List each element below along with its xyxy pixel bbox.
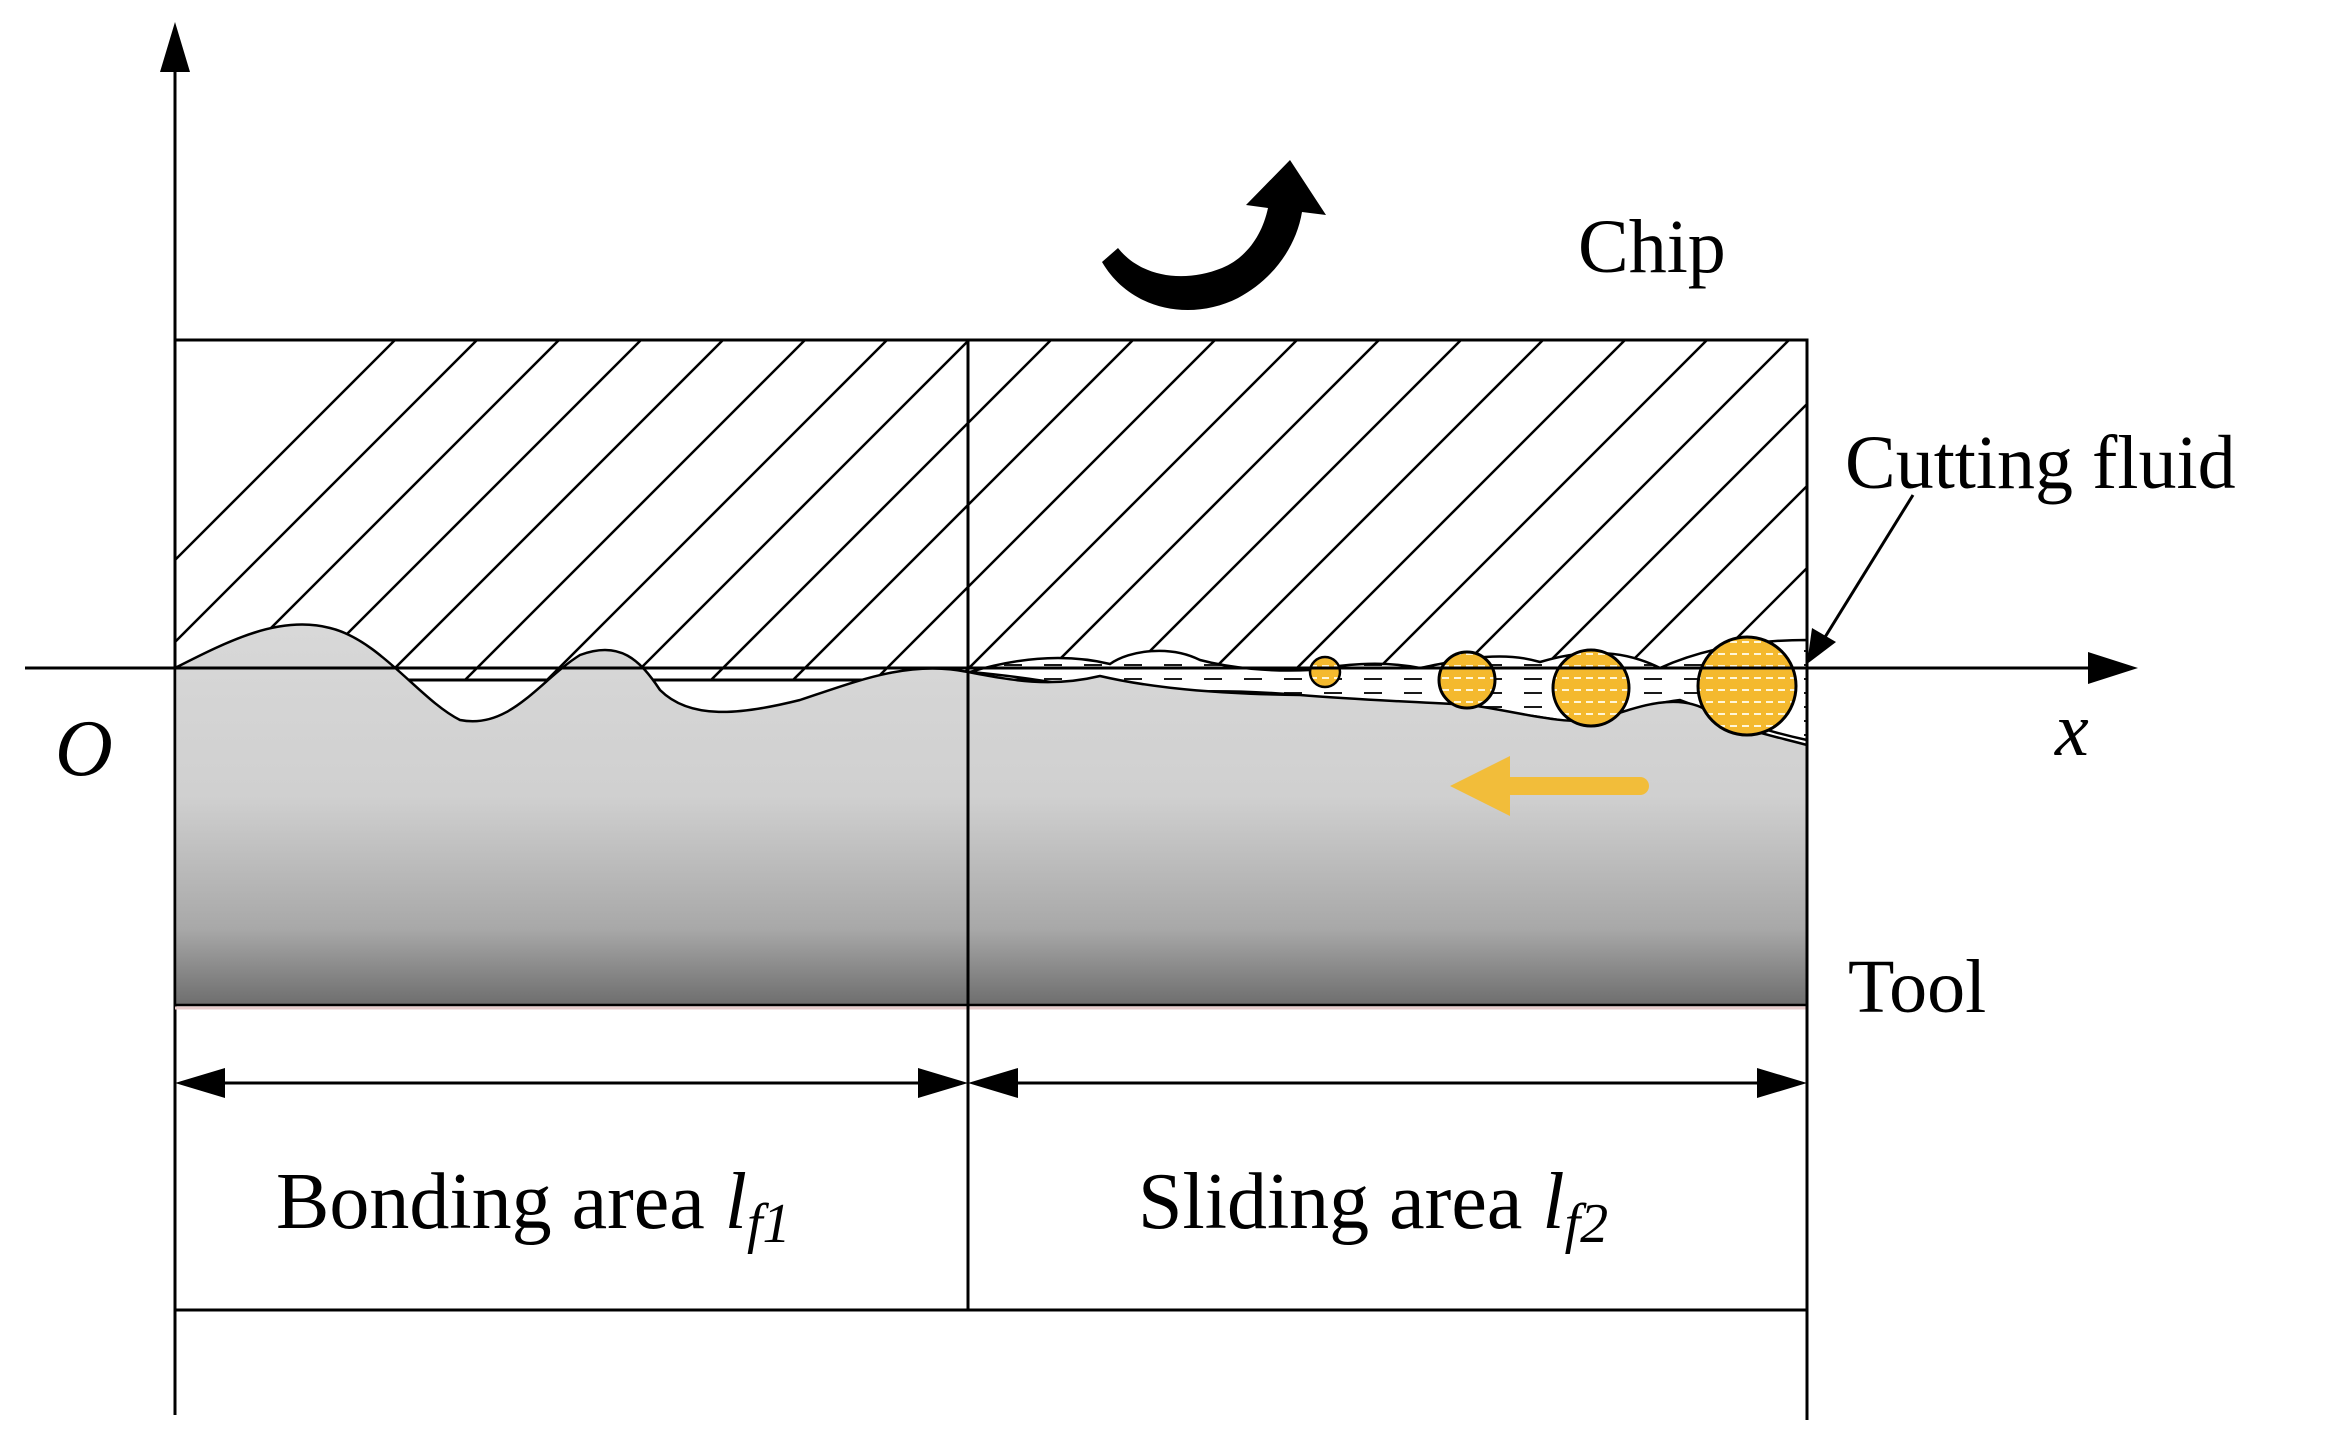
chip-hatch-line — [1529, 402, 1807, 680]
chip-hatch-line — [1037, 340, 1380, 680]
cutting-fluid-label: Cutting fluid — [1845, 421, 2236, 505]
chip-hatch-line — [955, 340, 1298, 680]
sliding-area-label: Sliding area lf2 — [1138, 1158, 1608, 1255]
chip-hatch-line — [2107, 340, 2335, 760]
cutting-fluid-pointer — [1807, 494, 1915, 664]
chip-hatch-line — [381, 340, 724, 680]
chip-hatch-line — [2271, 340, 2335, 760]
sliding-dimension-arrow — [968, 1068, 1807, 1098]
particle-4 — [1696, 635, 1798, 737]
chip-region — [173, 338, 2335, 760]
tool-label: Tool — [1848, 945, 1986, 1029]
chip-hatch-line — [1943, 340, 2335, 760]
bonding-area-label: Bonding area lf1 — [276, 1158, 791, 1255]
chip-hatch-line — [217, 340, 560, 680]
chip-hatch-line — [545, 340, 888, 680]
chip-hatch-line — [1779, 340, 2199, 760]
chip-hatch-line — [1365, 340, 1708, 680]
particle-2 — [1437, 650, 1497, 710]
chip-hatch-line — [709, 340, 1052, 680]
chip-hatch-line — [175, 340, 396, 562]
chip-hatch-line — [2189, 340, 2335, 760]
curved-rotation-arrow-icon — [1102, 160, 1326, 310]
chip-hatch-line — [1283, 340, 1626, 680]
origin-label: O — [55, 705, 113, 793]
chip-hatch-line — [299, 340, 642, 680]
x-axis-label: x — [2054, 688, 2089, 772]
chip-hatch-line — [627, 340, 970, 680]
x-axis — [25, 652, 2138, 684]
chip-hatch-line — [463, 340, 806, 680]
chip-label: Chip — [1578, 205, 1726, 289]
chip-hatch-line — [175, 340, 478, 644]
particle-3 — [1551, 648, 1631, 728]
chip-hatch-line — [1611, 484, 1807, 680]
chip-hatch-line — [1119, 340, 1462, 680]
chip-hatch-line — [791, 340, 1134, 680]
particle-1 — [1308, 655, 1342, 689]
chip-hatch-line — [1201, 340, 1544, 680]
left-arrow-icon — [1450, 756, 1649, 816]
chip-hatch-line — [873, 340, 1216, 680]
chip-hatch-line — [1447, 340, 1790, 680]
bonding-dimension-arrow — [175, 1068, 968, 1098]
